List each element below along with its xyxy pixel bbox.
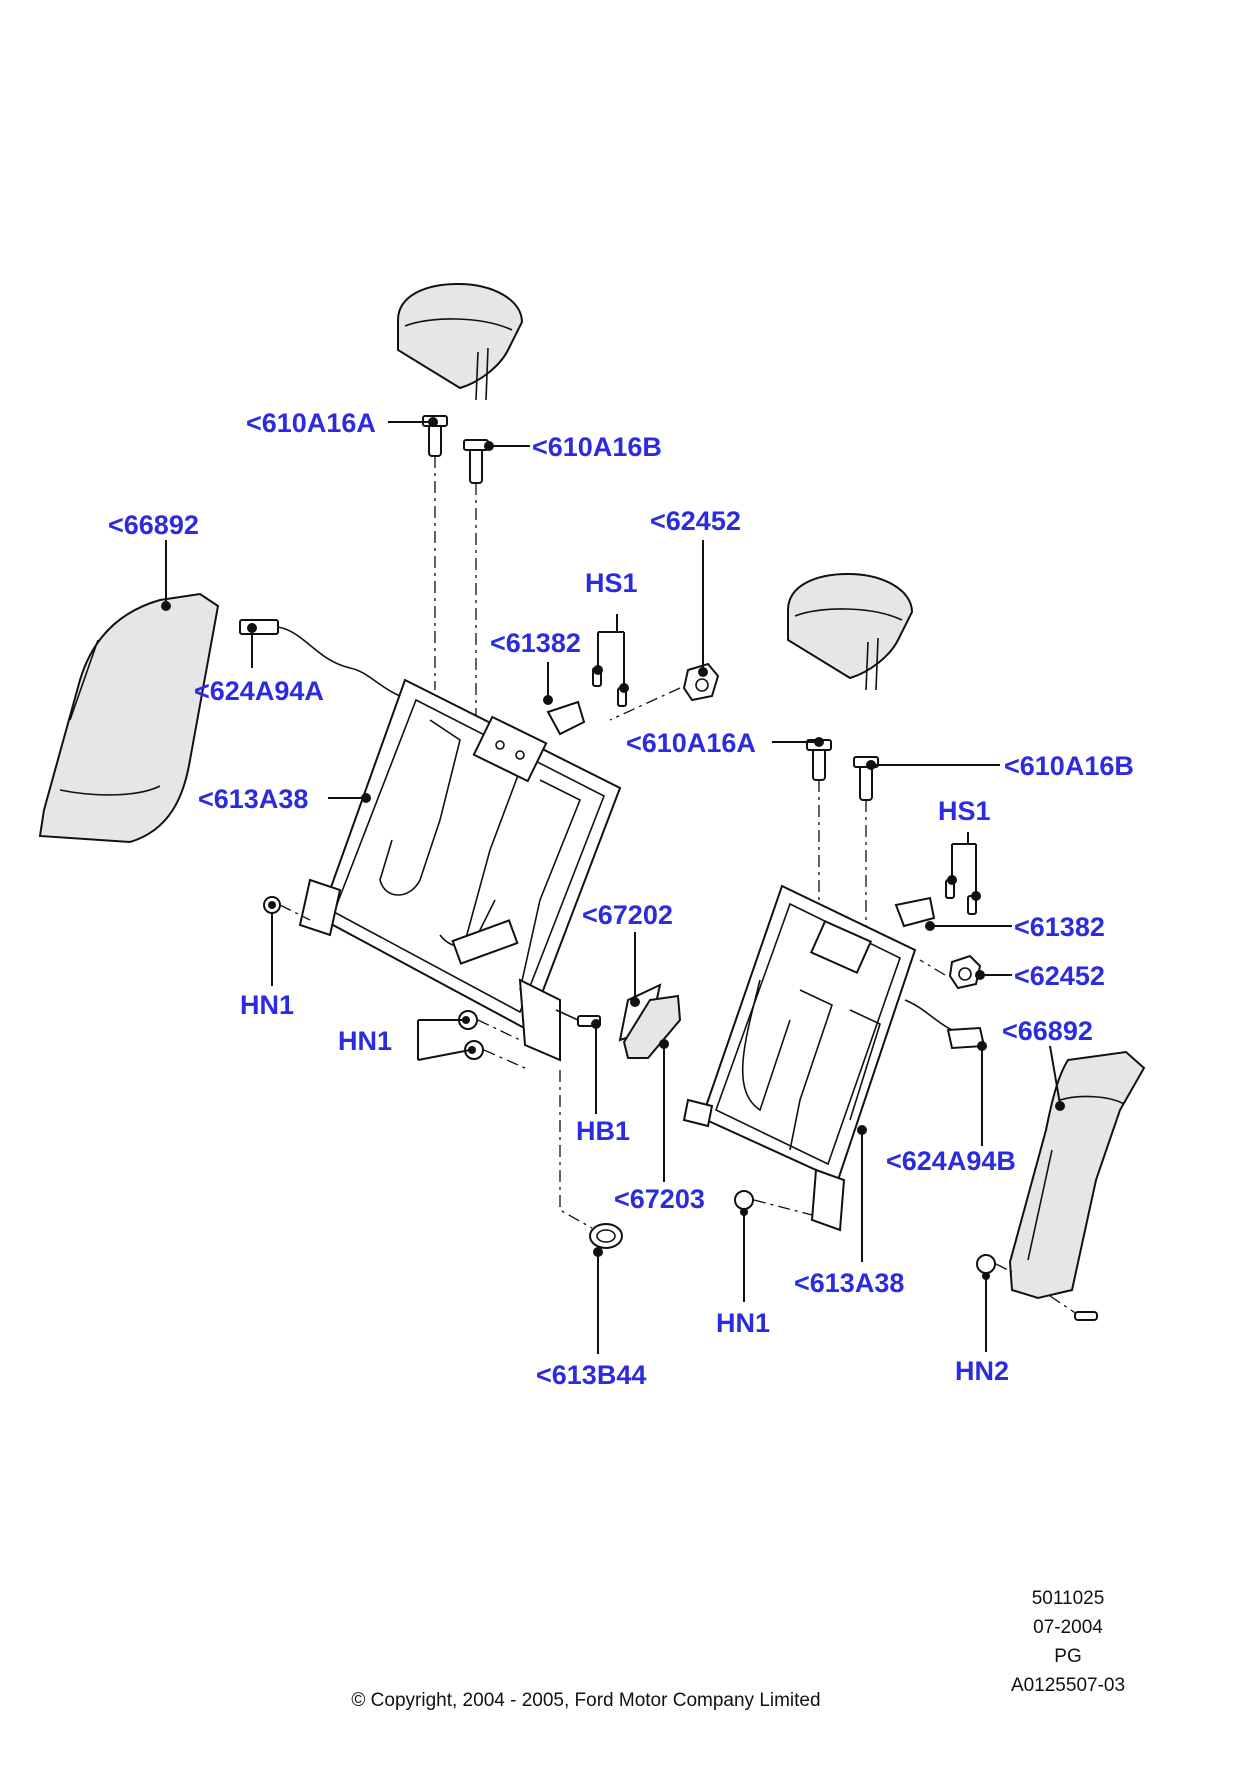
side-bolster-66892-left bbox=[38, 592, 220, 844]
label-66892-right: <66892 bbox=[1002, 1016, 1093, 1046]
label-HS1-left: HS1 bbox=[585, 568, 638, 598]
bushing-62452-right bbox=[948, 954, 982, 990]
latch-61382-right bbox=[894, 879, 977, 928]
footer-block: 5011025 07-2004 PG A0125507-03 © Copyrig… bbox=[351, 1588, 1125, 1711]
footer-date: 07-2004 bbox=[1033, 1617, 1103, 1638]
footer-code: 5011025 bbox=[1032, 1588, 1105, 1609]
part-labels: <610A16A <610A16B <66892 <62452 HS1 <613… bbox=[108, 408, 1134, 1390]
latch-61382-left bbox=[543, 667, 627, 736]
nut-HN1-right bbox=[734, 1190, 754, 1210]
label-613A38-right: <613A38 bbox=[794, 1268, 904, 1298]
seatback-frame-613A38-left bbox=[298, 678, 622, 1062]
label-610A16A-right: <610A16A bbox=[626, 728, 756, 758]
label-HN1-b: HN1 bbox=[338, 1026, 392, 1056]
label-67202: <67202 bbox=[582, 900, 673, 930]
label-61382-right: <61382 bbox=[1014, 912, 1105, 942]
label-610A16B-right: <610A16B bbox=[1004, 751, 1134, 781]
label-613A38-left: <613A38 bbox=[198, 784, 308, 814]
pivot-cover-67203 bbox=[622, 994, 682, 1059]
headrest-guide-610A16B-left bbox=[463, 439, 489, 484]
bushing-62452-left bbox=[682, 662, 720, 702]
label-HN2: HN2 bbox=[955, 1356, 1009, 1386]
label-62452-right: <62452 bbox=[1014, 961, 1105, 991]
label-610A16A-left: <610A16A bbox=[246, 408, 376, 438]
label-624A94B: <624A94B bbox=[886, 1146, 1016, 1176]
footer-ref: A0125507-03 bbox=[1011, 1675, 1125, 1696]
label-66892-left: <66892 bbox=[108, 510, 199, 540]
footer-pg: PG bbox=[1054, 1646, 1081, 1667]
side-bolster-66892-right bbox=[1008, 1050, 1146, 1321]
cable-624A94B bbox=[904, 999, 986, 1050]
label-610A16B-left: <610A16B bbox=[532, 432, 662, 462]
label-67203: <67203 bbox=[614, 1184, 705, 1214]
label-62452-left: <62452 bbox=[650, 506, 741, 536]
nut-HN2 bbox=[976, 1254, 996, 1274]
leader-lines bbox=[161, 417, 1065, 1354]
label-624A94A: <624A94A bbox=[194, 676, 324, 706]
label-HS1-right: HS1 bbox=[938, 796, 991, 826]
cap-613B44 bbox=[589, 1223, 623, 1249]
headrest-left bbox=[397, 282, 524, 401]
label-HB1: HB1 bbox=[576, 1116, 630, 1146]
label-HN1-a: HN1 bbox=[240, 990, 294, 1020]
seatback-frame-613A38-right bbox=[682, 884, 917, 1232]
footer-copyright: © Copyright, 2004 - 2005, Ford Motor Com… bbox=[351, 1690, 820, 1711]
label-613B44: <613B44 bbox=[536, 1360, 646, 1390]
label-61382-left: <61382 bbox=[490, 628, 581, 658]
label-HN1-c: HN1 bbox=[716, 1308, 770, 1338]
headrest-right bbox=[787, 572, 914, 691]
